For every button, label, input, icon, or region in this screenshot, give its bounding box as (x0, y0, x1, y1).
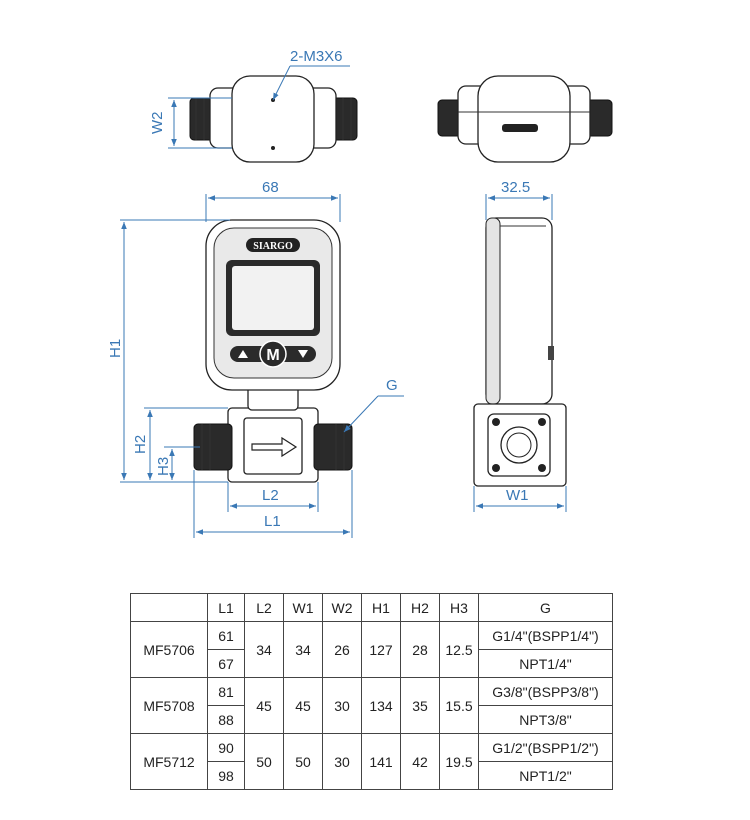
header-cell: W2 (322, 593, 362, 622)
table-row: 67 NPT1/4" (131, 649, 613, 678)
l1-cell: 90 (207, 733, 245, 762)
w2-cell: 26 (322, 621, 362, 678)
menu-button-label: M (266, 347, 279, 364)
w1-cell: 45 (283, 677, 323, 734)
header-cell: W1 (283, 593, 323, 622)
side-view (473, 217, 567, 487)
rear-view (437, 75, 613, 163)
header-cell: G (478, 593, 613, 622)
h2-cell: 35 (400, 677, 440, 734)
header-cell (130, 593, 208, 622)
h3-cell: 19.5 (439, 733, 479, 790)
model-cell: MF5708 (130, 677, 208, 734)
outlet-fitting (313, 423, 353, 471)
table-row: 98 NPT1/2" (131, 761, 613, 790)
top-view (189, 75, 358, 163)
g-cell: NPT3/8" (478, 705, 613, 734)
header-cell: H1 (361, 593, 401, 622)
label-m3x6: 2-M3X6 (290, 48, 343, 65)
h1-cell: 141 (361, 733, 401, 790)
menu-button (259, 340, 287, 368)
g-cell: G3/8"(BSPP3/8") (478, 677, 613, 706)
up-button-icon (238, 350, 248, 358)
h1-cell: 127 (361, 621, 401, 678)
w2-cell: 30 (322, 733, 362, 790)
table-row: MF5706 61 34 34 26 127 28 12.5 G1/4"(BSP… (130, 621, 613, 678)
header-cell: L1 (207, 593, 245, 622)
l1-cell: 88 (207, 705, 245, 734)
label-h3: H3 (155, 457, 172, 476)
h3-cell: 15.5 (439, 677, 479, 734)
label-h1: H1 (107, 339, 124, 358)
header-cell: H2 (400, 593, 440, 622)
label-g: G (386, 377, 398, 394)
w1-cell: 50 (283, 733, 323, 790)
label-32-5: 32.5 (501, 179, 530, 196)
table-header-row: L1 L2 W1 W2 H1 H2 H3 G (130, 593, 613, 622)
l1-cell: 61 (207, 621, 245, 650)
label-h2: H2 (132, 435, 149, 454)
l1-cell: 67 (207, 649, 245, 678)
header-cell: L2 (244, 593, 284, 622)
g-cell: G1/4"(BSPP1/4") (478, 621, 613, 650)
label-w2: W2 (149, 112, 166, 135)
label-w1: W1 (506, 487, 529, 504)
g-cell: G1/2"(BSPP1/2") (478, 733, 613, 762)
label-l2: L2 (262, 487, 279, 504)
g-cell: NPT1/4" (478, 649, 613, 678)
label-68: 68 (262, 179, 279, 196)
table-row: MF5708 81 45 45 30 134 35 15.5 G3/8"(BSP… (130, 677, 613, 734)
model-cell: MF5712 (130, 733, 208, 790)
down-button-icon (298, 350, 308, 358)
h2-cell: 42 (400, 733, 440, 790)
front-view: SIARGO M (193, 219, 353, 483)
technical-drawing: 2-M3X6 W2 SIARGO (107, 48, 613, 538)
h1-cell: 134 (361, 677, 401, 734)
l1-cell: 98 (207, 761, 245, 790)
l2-cell: 50 (244, 733, 284, 790)
brand-logo: SIARGO (253, 241, 293, 252)
header-cell: H3 (439, 593, 479, 622)
w1-cell: 34 (283, 621, 323, 678)
usb-port-icon (502, 124, 538, 132)
table-row: MF5712 90 50 50 30 141 42 19.5 G1/2"(BSP… (130, 733, 613, 790)
top-housing (231, 75, 315, 163)
model-cell: MF5706 (130, 621, 208, 678)
spec-table: L1 L2 W1 W2 H1 H2 H3 G MF5706 61 34 34 2… (130, 593, 613, 790)
l2-cell: 45 (244, 677, 284, 734)
flow-arrow-icon (251, 436, 298, 458)
w2-cell: 30 (322, 677, 362, 734)
h2-cell: 28 (400, 621, 440, 678)
h3-cell: 12.5 (439, 621, 479, 678)
l1-cell: 81 (207, 677, 245, 706)
l2-cell: 34 (244, 621, 284, 678)
g-cell: NPT1/2" (478, 761, 613, 790)
label-l1: L1 (264, 513, 281, 530)
